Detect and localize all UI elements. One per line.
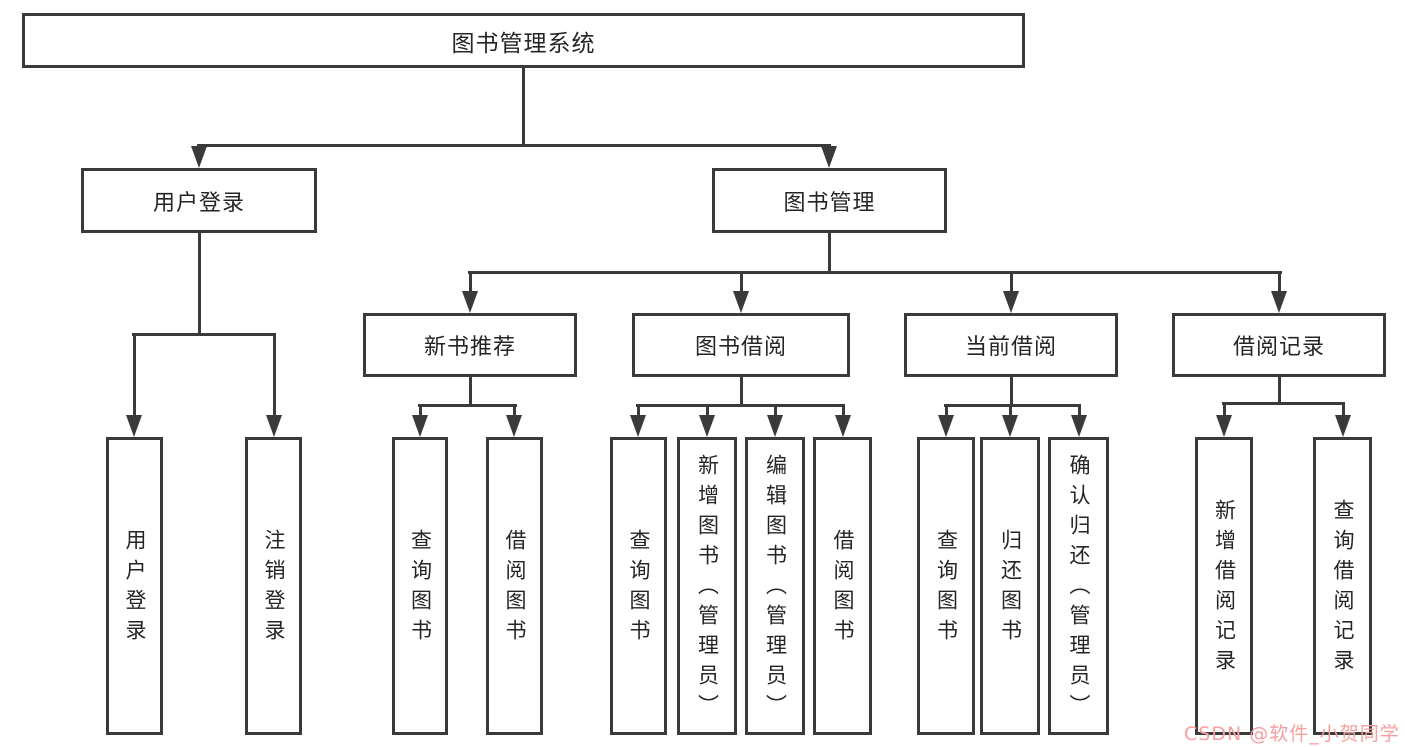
arrow-down-icon bbox=[1002, 415, 1018, 437]
connector-line bbox=[1010, 271, 1013, 293]
leaf-add-borrow-record: 新增借阅记录 bbox=[1195, 437, 1253, 735]
node-new-book-recommend: 新书推荐 bbox=[363, 313, 577, 377]
connector-line bbox=[273, 333, 276, 417]
connector-line bbox=[1009, 404, 1012, 416]
leaf-return-book: 归还图书 bbox=[980, 437, 1040, 735]
connector-line bbox=[828, 233, 831, 273]
arrow-down-icon bbox=[1003, 291, 1019, 313]
arrow-down-icon bbox=[462, 291, 478, 313]
connector-line bbox=[1278, 271, 1281, 293]
node-book-borrow: 图书借阅 bbox=[632, 313, 850, 377]
leaf-borrow-books: 借阅图书 bbox=[813, 437, 872, 735]
leaf-query-books-borrow: 查询图书 bbox=[610, 437, 667, 735]
arrow-down-icon bbox=[835, 415, 851, 437]
connector-line bbox=[842, 404, 845, 416]
arrow-down-icon bbox=[1335, 415, 1351, 437]
csdn-watermark: CSDN @软件_小贺同学 bbox=[1184, 723, 1400, 745]
connector-line bbox=[944, 404, 1081, 407]
arrow-down-icon bbox=[1271, 291, 1287, 313]
node-root-library-system: 图书管理系统 bbox=[22, 13, 1025, 68]
connector-line bbox=[636, 404, 845, 407]
arrow-down-icon bbox=[191, 146, 207, 168]
connector-line bbox=[522, 66, 525, 146]
arrow-down-icon bbox=[821, 146, 837, 168]
leaf-add-book-admin: 新增图书（管理员） bbox=[677, 437, 737, 735]
connector-line bbox=[468, 271, 1282, 274]
arrow-down-icon bbox=[733, 291, 749, 313]
connector-line bbox=[1222, 402, 1345, 405]
node-book-management: 图书管理 bbox=[712, 168, 947, 233]
connector-line bbox=[469, 375, 472, 407]
connector-line bbox=[740, 375, 743, 407]
arrow-down-icon bbox=[1216, 415, 1232, 437]
connector-line bbox=[198, 233, 201, 335]
connector-line bbox=[1010, 375, 1013, 407]
leaf-logout: 注销登录 bbox=[245, 437, 302, 735]
connector-line bbox=[1342, 402, 1345, 416]
leaf-borrow-books-recommend: 借阅图书 bbox=[486, 437, 543, 735]
connector-line bbox=[513, 404, 516, 416]
connector-line bbox=[945, 404, 948, 416]
connector-line bbox=[706, 404, 709, 416]
arrow-down-icon bbox=[767, 415, 783, 437]
connector-line bbox=[740, 271, 743, 293]
leaf-query-books-recommend: 查询图书 bbox=[392, 437, 448, 735]
leaf-confirm-return-admin: 确认归还（管理员） bbox=[1048, 437, 1109, 735]
connector-line bbox=[419, 404, 422, 416]
connector-line bbox=[133, 333, 136, 417]
arrow-down-icon bbox=[630, 415, 646, 437]
connector-line bbox=[1278, 375, 1281, 405]
arrow-down-icon bbox=[412, 415, 428, 437]
leaf-edit-book-admin: 编辑图书（管理员） bbox=[745, 437, 805, 735]
connector-line bbox=[469, 271, 472, 293]
node-current-borrow: 当前借阅 bbox=[904, 313, 1118, 377]
connector-line bbox=[1223, 402, 1226, 416]
arrow-down-icon bbox=[506, 415, 522, 437]
connector-line bbox=[418, 404, 517, 407]
connector-line bbox=[132, 333, 276, 336]
node-borrow-records: 借阅记录 bbox=[1172, 313, 1386, 377]
leaf-user-login: 用户登录 bbox=[106, 437, 163, 735]
arrow-down-icon bbox=[938, 415, 954, 437]
leaf-query-books-current: 查询图书 bbox=[917, 437, 975, 735]
connector-line bbox=[774, 404, 777, 416]
arrow-down-icon bbox=[699, 415, 715, 437]
arrow-down-icon bbox=[266, 415, 282, 437]
arrow-down-icon bbox=[126, 415, 142, 437]
leaf-query-borrow-record: 查询借阅记录 bbox=[1313, 437, 1372, 735]
connector-line bbox=[637, 404, 640, 416]
connector-line bbox=[197, 144, 831, 147]
arrow-down-icon bbox=[1071, 415, 1087, 437]
node-user-login: 用户登录 bbox=[81, 168, 317, 233]
connector-line bbox=[1078, 404, 1081, 416]
